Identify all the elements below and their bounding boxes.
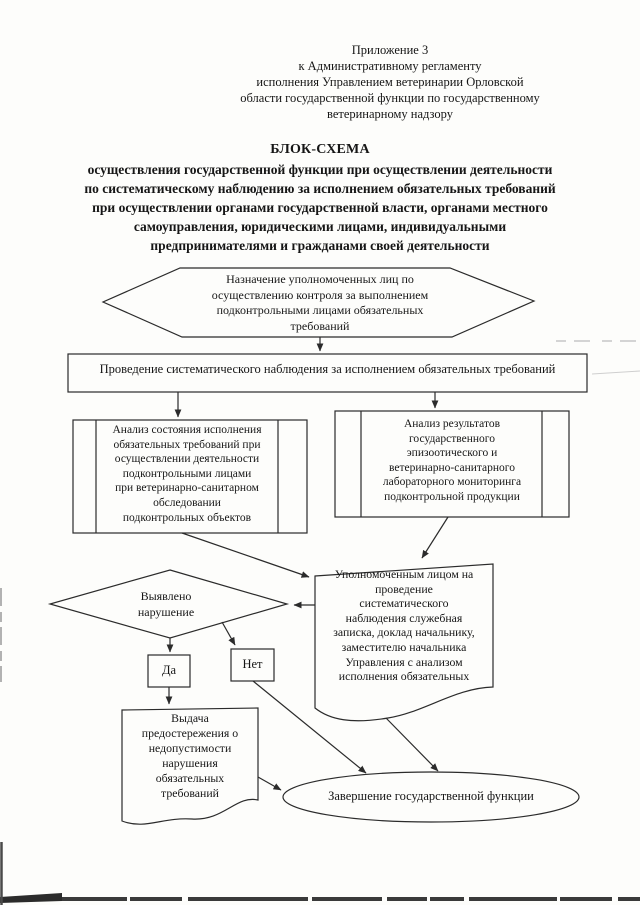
analysis-right-shape [334,410,570,518]
arrow-no-to-end [252,680,367,774]
page-title: БЛОК-СХЕМА [270,142,370,157]
warning-document-label: Выдача предостережения о недопустимости … [141,711,239,800]
arrow-decision-to-no [221,621,236,646]
arrow-left-to-report [181,532,310,578]
analysis-left-shape [72,419,308,534]
start-hexagon-shape [101,267,536,338]
page-subtitle: осуществления государственной функции пр… [84,162,556,253]
scan-artifacts [0,340,640,905]
no-label: Нет [242,657,263,671]
no-box-shape [230,648,275,682]
decision-label: Выявлено нарушение [137,589,195,619]
appendix-header: Приложение 3 к Административному регламе… [240,43,540,121]
end-terminator-label: Завершение государственной функции [328,789,534,803]
start-hexagon-label: Назначение уполномоченных лиц по осущест… [211,272,429,333]
observation-process-shape [67,353,588,393]
analysis-left-label: Анализ состояния исполнения обязательных… [112,424,262,524]
observation-process-label: Проведение систематического наблюдения з… [99,362,556,376]
end-terminator-shape [282,771,580,823]
yes-label: Да [161,663,177,677]
warning-document-shape [121,707,259,825]
arrow-report-to-end [385,717,439,772]
report-document-shape [314,563,494,722]
report-document-label: Уполномоченным лицом на проведение систе… [333,567,475,684]
analysis-right-label: Анализ результатов государственного эпиз… [382,418,522,503]
arrow-warning-to-end [257,776,282,791]
arrow-right-to-report [421,516,449,559]
